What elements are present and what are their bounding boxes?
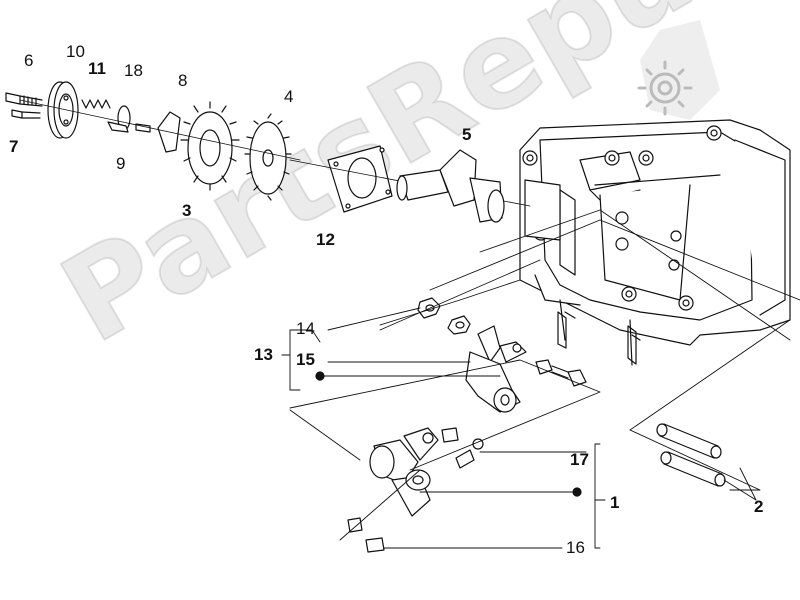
leader-lines: [281, 209, 800, 549]
bolt-7: [11, 109, 41, 119]
pin-small: [347, 427, 484, 553]
callout-18: 18: [124, 61, 143, 80]
callout-16: 16: [566, 538, 585, 557]
bullet-dot-lower: [572, 487, 582, 497]
gear-logo-icon: [637, 20, 720, 120]
camshaft-5: [396, 149, 505, 223]
gasket-12: [327, 145, 393, 213]
callout-9: 9: [116, 154, 126, 173]
bullet-dot-upper: [315, 371, 325, 381]
pin-9: [135, 123, 151, 133]
studs: [557, 311, 637, 365]
callout-2: 2: [754, 497, 764, 516]
callout-4: 4: [284, 87, 294, 106]
guide-2: [656, 423, 726, 487]
callout-3: 3: [182, 201, 192, 220]
adjust-screws: [535, 359, 587, 387]
bolt-6: [5, 92, 43, 107]
gear-3: [180, 101, 240, 191]
callout-11: 11: [88, 59, 106, 78]
cylinder-head: [519, 119, 791, 366]
spring-11: [81, 99, 111, 109]
washer-18: [107, 105, 131, 133]
callout-13: 13: [254, 345, 273, 364]
callout-6: 6: [24, 51, 34, 70]
callout-10: 10: [66, 42, 85, 61]
callout-14: 14: [296, 319, 315, 338]
callout-17: 17: [570, 450, 589, 469]
callout-15: 15: [296, 350, 315, 369]
callout-7: 7: [9, 137, 19, 156]
rocker-arm-upper: [465, 325, 527, 413]
callout-1: 1: [610, 493, 620, 512]
pulley-10: [47, 81, 79, 139]
nut-14: [417, 297, 471, 335]
rocker-arm-lower: [369, 427, 439, 517]
callout-12: 12: [316, 230, 335, 249]
callout-5: 5: [462, 125, 472, 144]
callout-8: 8: [178, 71, 188, 90]
